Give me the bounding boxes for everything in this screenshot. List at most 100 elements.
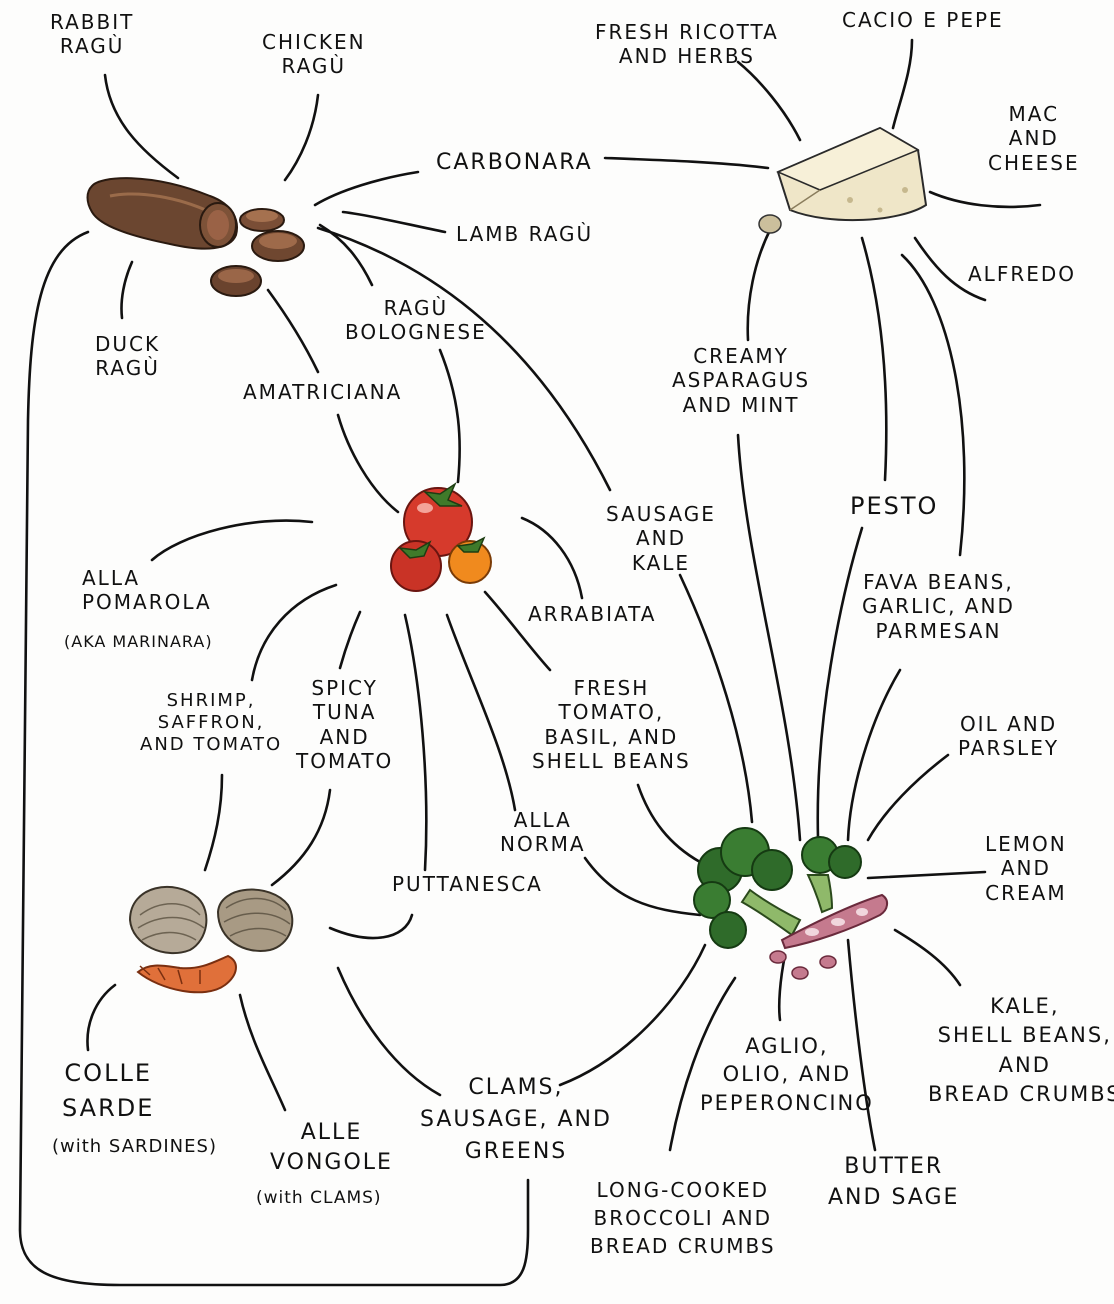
label-sausage-and-kale-line-1: SAUSAGE [606,502,716,526]
line-aglio-olio [779,955,785,1020]
line-rabbit-ragu [105,75,178,178]
label-spicy-tuna: SPICYTUNAandTOMATO [296,676,393,774]
label-shrimp-saffron-line-2: SAFFRON, [140,712,282,734]
label-sausage-and-kale-line-3: KALE [606,551,716,575]
label-fava-beans: FAVA BEANS,GARLIC, andPARMESAN [862,570,1015,643]
label-ragu-bolognese-line-1: RAGÙ [345,296,487,320]
label-puttanesca: PUTTANESCA [392,872,543,896]
line-carbonara-left [315,172,418,205]
label-colle-sarde-line-1: COLLE [62,1056,154,1091]
label-fava-beans-line-3: PARMESAN [862,619,1015,643]
line-creamy-asparagus [748,230,770,340]
line-ragu-bolognese [320,225,372,285]
label-clams-sausage-greens-line-1: CLAMS, [420,1072,612,1104]
label-clams-sausage-greens-line-3: GREENS [420,1136,612,1168]
label-fresh-tomato-line-3: BASIL, and [532,725,691,749]
label-lemon-and-cream-line-1: LEMON [985,832,1067,856]
label-alla-pomarola: ALLAPOMAROLA [82,566,212,615]
label-pesto: PESTO [850,492,938,521]
line-kale-shell-beans [895,930,960,985]
line-bolognese-tomato [440,350,460,482]
label-aglio-olio: AGLIO,OLIO, andPEPERONCINO [700,1032,874,1117]
label-fresh-tomato-line-4: SHELL BEANS [532,749,691,773]
label-oil-and-parsley-line-1: OIL and [958,712,1059,736]
line-alla-pomarola [152,521,312,560]
label-mac-and-cheese-line-1: MAC [988,102,1080,126]
label-with-sardines-line-1: (with SARDINES) [52,1136,217,1158]
label-aka-marinara: (AKA MARINARA) [64,632,213,652]
label-pesto-line-1: PESTO [850,492,938,521]
label-shrimp-saffron: SHRIMP,SAFFRON,and TOMATO [140,690,282,756]
label-spicy-tuna-line-3: and [296,725,393,749]
label-mac-and-cheese-line-2: and [988,126,1080,150]
label-with-clams: (with CLAMS) [256,1188,382,1209]
label-oil-and-parsley: OIL andPARSLEY [958,712,1059,761]
line-fava-broccoli [848,670,900,840]
label-cacio-e-pepe: CACIO e PEPE [842,8,1004,32]
label-alle-vongole-line-2: VONGOLE [270,1148,393,1178]
shellfish-illustration [130,887,292,992]
cheese-illustration [759,128,926,233]
label-arrabiata: ARRABIATA [528,602,656,626]
label-shrimp-saffron-line-3: and TOMATO [140,734,282,756]
tomato-illustration [391,484,491,591]
label-creamy-asparagus-line-2: ASPARAGUS [672,368,810,392]
label-carbonara-line-1: CARBONARA [436,150,593,177]
line-arrabiata [522,518,582,598]
label-aglio-olio-line-3: PEPERONCINO [700,1089,874,1117]
label-alla-pomarola-line-1: ALLA [82,566,212,590]
label-rabbit-ragu-line-2: RAGÙ [50,34,134,58]
label-sausage-and-kale-line-2: and [606,526,716,550]
label-chicken-ragu-line-2: RAGÙ [262,54,366,78]
label-mac-and-cheese: MACandCHEESE [988,102,1080,175]
label-mac-and-cheese-line-3: CHEESE [988,151,1080,175]
label-spicy-tuna-line-2: TUNA [296,700,393,724]
label-alfredo-line-1: ALFREDO [968,262,1076,286]
line-mac-and-cheese [930,192,1040,207]
line-puttanesca-bottom [330,915,412,938]
line-colle-sarde [87,985,115,1050]
line-pesto [862,238,886,480]
label-butter-and-sage: BUTTERand SAGE [828,1152,959,1214]
line-spicy-tuna-bottom [272,790,330,885]
sausage-illustration [88,178,305,296]
label-spicy-tuna-line-4: TOMATO [296,749,393,773]
label-aka-marinara-line-1: (AKA MARINARA) [64,632,213,652]
label-rabbit-ragu-line-1: RABBIT [50,10,134,34]
label-puttanesca-line-1: PUTTANESCA [392,872,543,896]
label-kale-shell-beans-line-2: SHELL BEANS, [928,1021,1114,1050]
label-with-clams-line-1: (with CLAMS) [256,1188,382,1209]
line-carbonara-right [605,158,768,168]
label-creamy-asparagus-line-1: CREAMY [672,344,810,368]
line-alla-norma-top [447,615,515,810]
label-duck-ragu-line-2: RAGÙ [95,356,160,380]
label-long-cooked-broccoli-line-1: LONG-COOKED [590,1176,776,1204]
label-alla-norma-line-1: ALLA [500,808,586,832]
label-fresh-tomato-line-2: TOMATO, [532,700,691,724]
label-alfredo: ALFREDO [968,262,1076,286]
label-kale-shell-beans-line-3: and [928,1051,1114,1080]
label-butter-and-sage-line-1: BUTTER [828,1152,959,1183]
label-kale-shell-beans-line-4: BREAD CRUMBS [928,1080,1114,1109]
line-alla-norma-broccoli [585,858,700,915]
label-clams-sausage-greens: CLAMS,SAUSAGE, andGREENS [420,1072,612,1168]
label-kale-shell-beans: KALE,SHELL BEANS,andBREAD CRUMBS [928,992,1114,1110]
label-spicy-tuna-line-1: SPICY [296,676,393,700]
label-cacio-e-pepe-line-1: CACIO e PEPE [842,8,1004,32]
label-alle-vongole-line-1: ALLE [270,1118,393,1148]
label-colle-sarde-line-2: SARDE [62,1091,154,1126]
label-alla-norma-line-2: NORMA [500,832,586,856]
label-oil-and-parsley-line-2: PARSLEY [958,736,1059,760]
line-alle-vongole [240,995,285,1110]
line-oil-and-parsley [868,755,948,840]
label-duck-ragu-line-1: DUCK [95,332,160,356]
label-sausage-and-kale: SAUSAGEandKALE [606,502,716,575]
line-amatriciana-tomato [338,415,398,512]
label-lamb-ragu-line-1: LAMB RAGÙ [456,222,593,246]
label-aglio-olio-line-1: AGLIO, [700,1032,874,1060]
line-spicy-tuna-top [340,612,360,668]
label-fresh-ricotta: FRESH RICOTTAand HERBS [595,20,779,69]
label-chicken-ragu-line-1: CHICKEN [262,30,366,54]
